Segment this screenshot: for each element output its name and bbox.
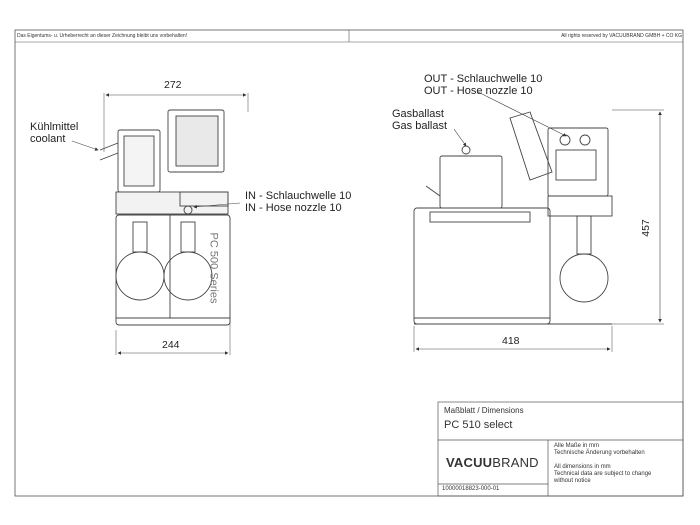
front-view-drawing: [99, 93, 249, 355]
title-sheet-type: Maßblatt / Dimensions: [444, 406, 524, 415]
title-model: PC 510 select: [444, 419, 513, 431]
callout-coolant: Kühlmittel coolant: [30, 121, 78, 145]
callout-outlet-de: OUT - Schlauchwelle 10: [424, 73, 543, 85]
note-de-1: Alle Maße in mm: [554, 443, 600, 449]
note-en-1: All dimensions in mm: [554, 464, 611, 470]
callout-outlet-en: OUT - Hose nozzle 10: [424, 85, 533, 97]
callout-gas-ballast-en: Gas ballast: [392, 120, 448, 132]
series-label: PC 500 Series: [207, 232, 220, 304]
callout-inlet-en: IN - Hose nozzle 10: [245, 202, 342, 214]
document-number: 10000018823-000-01: [442, 486, 500, 492]
dimension-front-width-bottom: 244: [162, 339, 180, 351]
notes-english: All dimensions in mm Technical data are …: [554, 464, 651, 485]
note-en-3: without notice: [554, 478, 591, 484]
copyright-notice-de: Das Eigentums- u. Urheberrecht an dieser…: [17, 33, 188, 39]
dimension-side-height: 457: [639, 219, 652, 237]
note-en-2: Technical data are subject to change: [554, 471, 652, 477]
copyright-notice-en: All rights reserved by VACUUBRAND GMBH +…: [561, 33, 682, 39]
callout-coolant-en: coolant: [30, 133, 66, 145]
side-view-drawing: [413, 111, 613, 325]
dimension-front-width-top: 272: [164, 79, 182, 91]
callout-gas-ballast-de: Gasballast: [392, 108, 444, 120]
callout-coolant-de: Kühlmittel: [30, 121, 79, 133]
callout-gas-ballast: Gasballast Gas ballast: [392, 108, 447, 132]
notes-german: Alle Maße in mm Technische Änderung vorb…: [554, 443, 645, 457]
title-block-lines: [437, 401, 684, 497]
brand-logo: VACUUBRAND: [446, 455, 539, 470]
note-de-2: Technische Änderung vorbehalten: [554, 450, 645, 456]
callout-inlet: IN - Schlauchwelle 10 IN - Hose nozzle 1…: [245, 190, 351, 214]
sheet-frame: [14, 29, 684, 497]
callout-inlet-de: IN - Schlauchwelle 10: [245, 190, 352, 202]
dimension-side-depth: 418: [502, 335, 520, 347]
brand-logo-bold: VACUU: [446, 455, 493, 470]
callout-outlet: OUT - Schlauchwelle 10 OUT - Hose nozzle…: [424, 73, 542, 97]
brand-logo-light: BRAND: [492, 455, 539, 470]
